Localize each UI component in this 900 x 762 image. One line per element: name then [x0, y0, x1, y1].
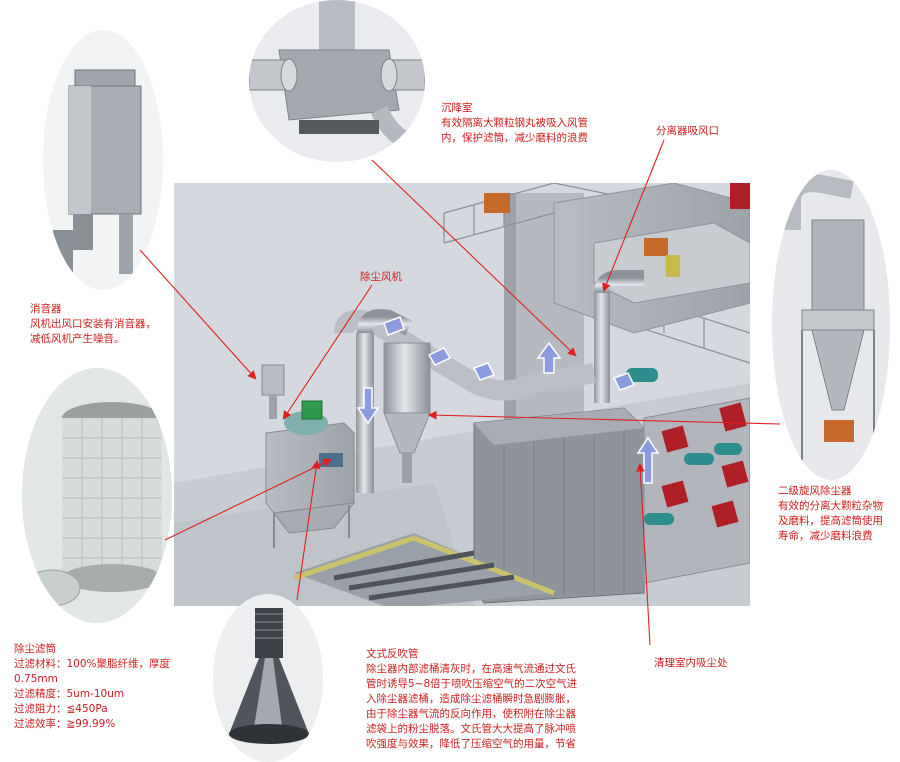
leader-separator-inlet	[602, 139, 665, 293]
venturi-line-5: 滤袋上的粉尘脱落。文氏管大大提高了脉冲喷	[366, 723, 576, 735]
venturi-tube-drawing	[213, 594, 323, 762]
settling-chamber-line-1: 有效隔离大颗粒钢丸被吸入风管	[441, 117, 588, 129]
room-suction-title: 清理室内吸尘处	[654, 657, 728, 669]
leader-settling-chamber	[371, 159, 577, 357]
filter-line-3: 过滤精度：5um-10um	[14, 688, 125, 700]
silencer-title: 消音器	[30, 303, 62, 315]
filter-cartridge-drawing	[22, 368, 172, 623]
dust-fan-title: 除尘风机	[360, 271, 402, 283]
filter-title: 除尘滤筒	[14, 643, 56, 655]
equipment-drawing	[174, 183, 750, 606]
cyclone-line-1: 有效的分离大颗粒杂物	[778, 500, 883, 512]
venturi-line-4: 由于除尘器气流的反向作用，使积附在除尘器	[366, 708, 576, 720]
leader-venturi	[296, 459, 321, 601]
separator-inlet-title: 分离器吸风口	[656, 125, 719, 137]
main-equipment-scene	[174, 183, 750, 606]
leader-room-suction	[635, 462, 651, 646]
callout-room-suction: 清理室内吸尘处	[654, 656, 728, 671]
venturi-line-1: 除尘器内部滤桶清灰时，在高速气流通过文氏	[366, 663, 576, 675]
venturi-title: 文式反吹管	[366, 648, 419, 660]
cyclone-drawing	[772, 170, 890, 480]
cyclone-title: 二级旋风除尘器	[778, 485, 852, 497]
callout-filter: 除尘滤筒 过滤材料：100%聚脂纤维，厚度 0.75mm 过滤精度：5um-10…	[14, 642, 170, 732]
callout-cyclone: 二级旋风除尘器 有效的分离大颗粒杂物 及磨料，提高滤筒使用 寿命，减少磨料浪费	[778, 484, 883, 544]
filter-line-2: 0.75mm	[14, 673, 58, 685]
filter-line-1: 过滤材料：100%聚脂纤维，厚度	[14, 658, 171, 670]
silencer-line-1: 风机出风口安装有消音器，	[30, 318, 156, 330]
leader-silencer	[139, 249, 257, 380]
cyclone-line-3: 寿命，减少磨料浪费	[778, 530, 873, 542]
callout-silencer: 消音器 风机出风口安装有消音器， 减低风机产生噪音。	[30, 302, 156, 347]
leader-filter	[164, 458, 332, 541]
venturi-line-3: 入除尘器滤桶，造成除尘滤桶瞬时急剧膨胀，	[366, 693, 576, 705]
filter-line-5: 过滤效率：≧99.99%	[14, 718, 116, 730]
settling-chamber-drawing	[249, 0, 425, 162]
silencer-drawing	[43, 30, 163, 290]
callout-venturi: 文式反吹管 除尘器内部滤桶清灰时，在高速气流通过文氏 管时诱导5~8倍于喷吹压缩…	[366, 647, 577, 752]
callout-settling-chamber: 沉降室 有效隔离大颗粒钢丸被吸入风管 内，保护滤筒，减少磨料的浪费	[441, 101, 588, 146]
leader-dust-fan	[282, 284, 373, 420]
filter-line-4: 过滤阻力：≦450Pa	[14, 703, 108, 715]
callout-dust-fan: 除尘风机	[360, 270, 402, 285]
venturi-line-6: 吹强度与效果，降低了压缩空气的用量，节省	[366, 738, 576, 750]
venturi-tube-inset	[213, 594, 323, 762]
cyclone-inset	[772, 170, 890, 480]
cyclone-line-2: 及磨料，提高滤筒使用	[778, 515, 883, 527]
callout-separator-inlet: 分离器吸风口	[656, 124, 719, 139]
filter-cartridge-inset	[22, 368, 172, 623]
silencer-inset	[43, 30, 163, 290]
leader-cyclone	[427, 410, 781, 425]
settling-chamber-inset	[249, 0, 425, 162]
settling-chamber-title: 沉降室	[441, 102, 473, 114]
settling-chamber-line-2: 内，保护滤筒，减少磨料的浪费	[441, 132, 588, 144]
silencer-line-2: 减低风机产生噪音。	[30, 333, 125, 345]
venturi-line-2: 管时诱导5~8倍于喷吹压缩空气的二次空气进	[366, 678, 578, 690]
